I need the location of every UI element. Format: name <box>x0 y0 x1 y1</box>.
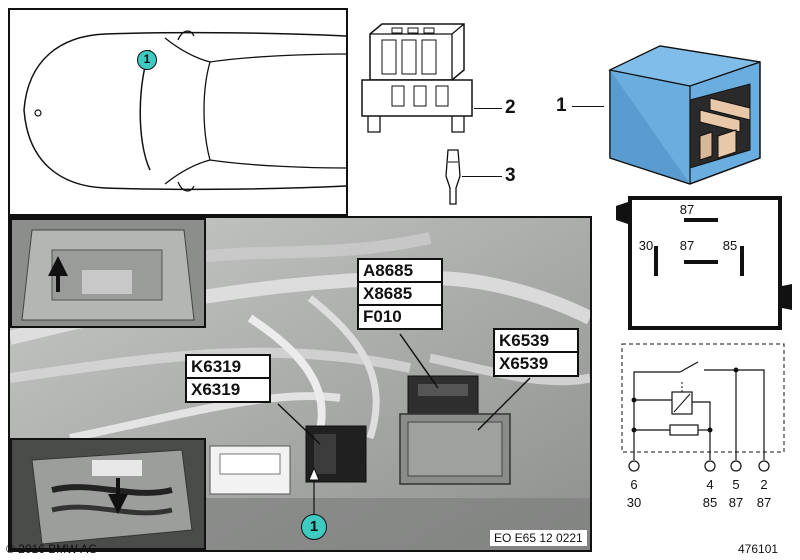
pin-blade-right <box>740 246 744 276</box>
terminal-circle-5 <box>730 460 742 472</box>
pinout-frame <box>616 196 792 330</box>
relay-callout: 1 <box>556 95 567 116</box>
car-outline <box>23 30 346 192</box>
terminal-callout: 3 <box>505 165 516 186</box>
label-k6539: K6539 <box>493 328 579 354</box>
pin-blade-top <box>684 218 718 222</box>
circuit-pin-number: 2 <box>760 477 768 492</box>
circuit-terminal-number: 87 <box>756 495 772 510</box>
pin-label-top: 87 <box>679 202 695 217</box>
photo-inset-bottom <box>10 438 206 550</box>
circuit-terminal-number: 85 <box>702 495 718 510</box>
car-location-panel: 1 <box>8 8 348 216</box>
photo-leader-lines <box>277 333 531 518</box>
circuit-terminal-number: 87 <box>728 495 744 510</box>
label-x6539: X6539 <box>493 351 579 377</box>
pin-label-left: 30 <box>638 238 654 253</box>
circuit-pin-number: 4 <box>706 477 714 492</box>
socket-leader-line <box>474 108 502 109</box>
pin-blade-center <box>684 260 718 264</box>
location-arrow-icon <box>308 466 320 481</box>
photo-inset-top <box>10 218 206 328</box>
circuit-pin-number: 5 <box>732 477 740 492</box>
circuit-terminal-number: 30 <box>626 495 642 510</box>
diagram-number: 476101 <box>738 542 779 556</box>
photo-location-badge: 1 <box>301 514 327 540</box>
pin-label-right: 85 <box>722 238 738 253</box>
photo-inset-top-art <box>12 220 204 326</box>
terminal-leader-line <box>462 176 502 177</box>
pin-blade-left <box>654 246 658 276</box>
terminal-drawing <box>445 149 461 205</box>
terminal-circle-2 <box>758 460 770 472</box>
socket-callout: 2 <box>505 97 516 118</box>
label-x6319: X6319 <box>185 377 271 403</box>
photo-inset-bottom-art <box>12 440 204 548</box>
circuit-schematic <box>621 343 785 472</box>
car-location-badge: 1 <box>137 50 157 70</box>
down-arrow-icon <box>108 478 128 514</box>
terminal-circle-4 <box>704 460 716 472</box>
label-a8685: A8685 <box>357 258 443 284</box>
photo-caption: EO E65 12 0221 <box>490 530 587 546</box>
terminal-circle-6 <box>628 460 640 472</box>
relay-leader-line <box>572 106 604 107</box>
pin-label-center: 87 <box>679 238 695 253</box>
circuit-pin-number: 6 <box>630 477 638 492</box>
relay-socket-drawing <box>361 23 473 133</box>
engine-bay-photo: A8685 X8685 F010 K6539 X6539 K6319 X6319… <box>8 216 592 552</box>
label-k6319: K6319 <box>185 354 271 380</box>
label-f010: F010 <box>357 304 443 330</box>
relay-drawing <box>608 45 761 185</box>
up-arrow-icon <box>48 256 68 292</box>
copyright-text: © 2016 BMW AG <box>6 542 98 556</box>
